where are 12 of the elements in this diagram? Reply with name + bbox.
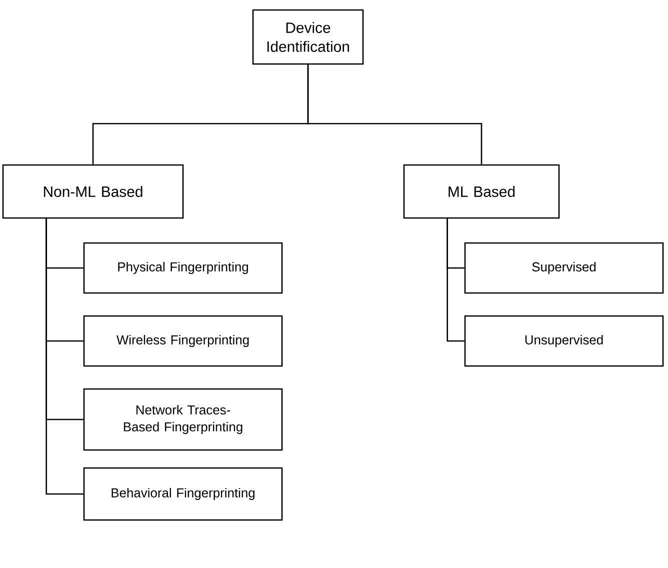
connector-line bbox=[46, 218, 84, 495]
connector-line bbox=[446, 218, 464, 342]
category-box: ML Based bbox=[403, 164, 560, 219]
method-box: Wireless Fingerprinting bbox=[83, 315, 283, 367]
connector-line bbox=[307, 64, 482, 164]
method-box: Network Traces-Based Fingerprinting bbox=[83, 388, 283, 451]
category-box: Non-ML Based bbox=[2, 164, 184, 219]
method-box: Behavioral Fingerprinting bbox=[83, 467, 283, 521]
method-box: Supervised bbox=[464, 242, 664, 294]
method-box: Physical Fingerprinting bbox=[83, 242, 283, 294]
method-box: Unsupervised bbox=[464, 315, 664, 367]
category-box: Device Identification bbox=[252, 9, 364, 65]
